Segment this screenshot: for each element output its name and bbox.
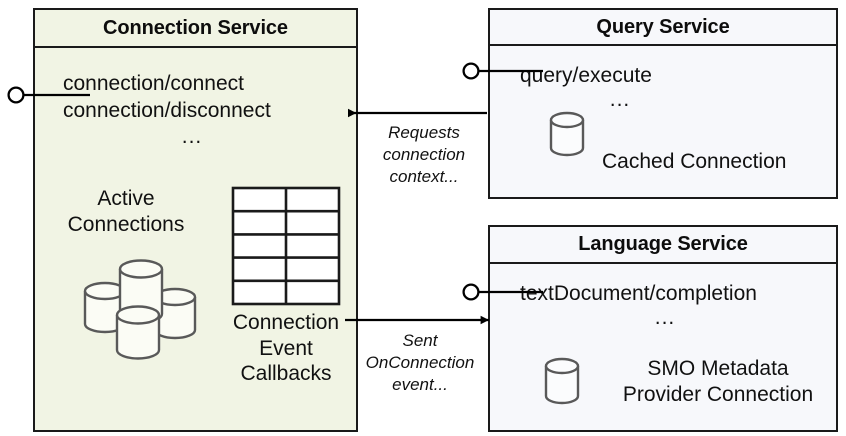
smo-metadata-provider-label: SMO Metadata Provider Connection [598, 356, 838, 407]
flow-bottom-line-2: OnConnection [365, 352, 475, 372]
endpoint-connection-connect: connection/connect [63, 72, 244, 95]
smo-metadata-provider-cylinder-icon [542, 354, 582, 415]
language-service-endpoint-ellipsis: ... [654, 306, 676, 330]
cached-connection-cylinder-icon [547, 108, 587, 165]
language-service-body: textDocument/completion ... SMO Metadata… [490, 264, 836, 429]
callbacks-line-3: Callbacks [240, 362, 332, 386]
callbacks-line-1: Connection [232, 311, 340, 334]
endpoint-connection-disconnect: connection/disconnect [63, 99, 271, 123]
connection-service-endpoint-ellipsis: ... [181, 124, 203, 148]
connection-service-endpoint-list: connection/connect connection/disconnect… [63, 70, 321, 150]
active-connections-line-2: Connections [67, 212, 185, 236]
smo-label-line-1: SMO Metadata [647, 357, 789, 380]
query-service-title: Query Service [490, 10, 836, 46]
active-connections-line-1: Active [97, 187, 155, 210]
connection-service-body: connection/connect connection/disconnect… [35, 48, 356, 430]
language-service-endpoint-list: textDocument/completion ... [520, 280, 810, 332]
language-service-title: Language Service [490, 227, 836, 264]
query-service-endpoint-list: query/execute ... [520, 62, 720, 114]
query-service-endpoint-ellipsis: ... [609, 88, 631, 112]
connection-event-callbacks-label: Connection Event Callbacks [207, 310, 365, 387]
component-query-service[interactable]: Query Service query/execute ... Cached C… [488, 8, 838, 199]
cached-connection-label: Cached Connection [602, 150, 787, 173]
flow-top-line-2: connection [382, 144, 466, 164]
smo-label-line-2: Provider Connection [622, 382, 814, 406]
endpoint-textdocument-completion: textDocument/completion [520, 282, 757, 305]
connection-event-callbacks-table-icon [231, 186, 341, 311]
flow-label-requests-connection-context: Requests connection context... [368, 122, 480, 187]
component-connection-service[interactable]: Connection Service connection/connect co… [33, 8, 358, 432]
active-connections-cylinder-cluster-icon [77, 253, 207, 368]
flow-top-line-3: context... [389, 166, 459, 186]
query-service-body: query/execute ... Cached Connection [490, 46, 836, 195]
endpoint-query-execute: query/execute [520, 64, 652, 87]
flow-bottom-line-3: event... [392, 374, 448, 394]
flow-label-sent-onconnection-event: Sent OnConnection event... [356, 330, 484, 395]
flow-top-line-1: Requests [388, 123, 460, 142]
flow-bottom-line-1: Sent [402, 331, 438, 350]
connection-service-title: Connection Service [35, 10, 356, 48]
component-language-service[interactable]: Language Service textDocument/completion… [488, 225, 838, 432]
active-connections-label: Active Connections [47, 186, 205, 237]
callbacks-line-2: Event [259, 336, 313, 360]
